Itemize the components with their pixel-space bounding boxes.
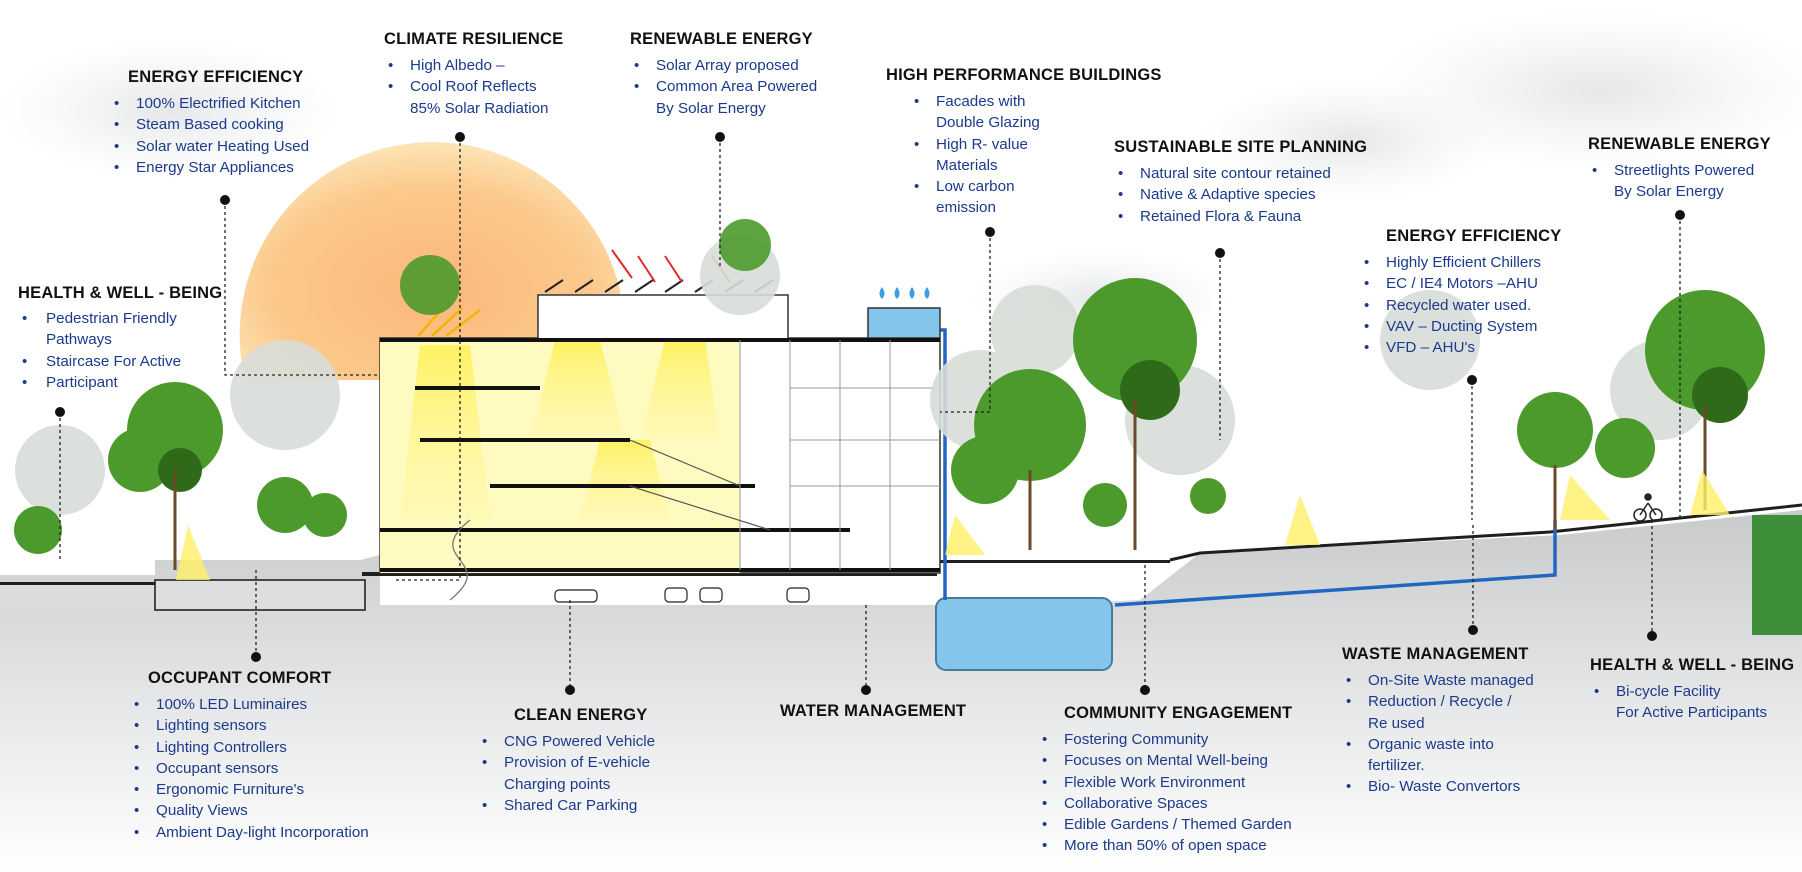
annotation-item: CNG Powered Vehicle	[478, 731, 655, 753]
annotation-item: Solar Array proposed	[630, 55, 817, 77]
annotation-title: WATER MANAGEMENT	[780, 702, 967, 720]
annotation-item: Streetlights Powered By Solar Energy	[1588, 160, 1771, 203]
annotation-title: ENERGY EFFICIENCY	[128, 68, 304, 86]
annotation-item: High Albedo –	[384, 55, 563, 77]
annotation-item: Edible Gardens / Themed Garden	[1038, 814, 1292, 836]
car-icon	[554, 587, 810, 603]
annotation-item: Natural site contour retained	[1114, 163, 1367, 185]
annotation-item: Bi-cycle Facility For Active Participant…	[1590, 681, 1794, 724]
annotation-item: Facades with Double Glazing	[910, 91, 1162, 134]
water-tank	[935, 597, 1113, 671]
annotation-list: Solar Array proposed Common Area Powered…	[630, 55, 817, 119]
annotation-item: 100% Electrified Kitchen	[110, 93, 309, 115]
annotation-title: SUSTAINABLE SITE PLANNING	[1114, 138, 1368, 156]
annotation-item: Retained Flora & Fauna	[1114, 206, 1367, 228]
annotation-water-management: WATER MANAGEMENT	[780, 702, 966, 721]
annotation-item: Reduction / Recycle / Re used	[1342, 691, 1534, 734]
annotation-item: VAV – Ducting System	[1360, 316, 1561, 338]
annotation-item: Fostering Community	[1038, 729, 1292, 751]
annotation-health-wellbeing-bicycle: HEALTH & WELL - BEING Bi-cycle Facility …	[1590, 656, 1794, 724]
annotation-item: Organic waste into fertilizer.	[1342, 734, 1534, 777]
annotation-item: Collaborative Spaces	[1038, 793, 1292, 815]
annotation-item: Quality Views	[130, 800, 369, 822]
annotation-item: Occupant sensors	[130, 758, 369, 780]
annotation-item: Native & Adaptive species	[1114, 184, 1367, 206]
annotation-item: Participant	[18, 372, 222, 394]
annotation-item: EC / IE4 Motors –AHU	[1360, 273, 1561, 295]
water-pipe	[940, 328, 947, 600]
annotation-energy-efficiency-kitchen: ENERGY EFFICIENCY 100% Electrified Kitch…	[110, 68, 309, 178]
annotation-title: HIGH PERFORMANCE BUILDINGS	[886, 66, 1162, 84]
leader-dots	[55, 132, 1685, 695]
annotation-item: Lighting Controllers	[130, 737, 369, 759]
annotation-list: High Albedo – Cool Roof Reflects 85% Sol…	[384, 55, 563, 119]
annotation-item: Focuses on Mental Well-being	[1038, 750, 1292, 772]
annotation-item: Energy Star Appliances	[110, 157, 309, 179]
annotation-item: Common Area Powered By Solar Energy	[630, 76, 817, 119]
annotation-item: Cool Roof Reflects 85% Solar Radiation	[384, 76, 563, 119]
annotation-item: Shared Car Parking	[478, 795, 655, 817]
annotation-title: RENEWABLE ENERGY	[1588, 135, 1771, 153]
annotation-list: Bi-cycle Facility For Active Participant…	[1590, 681, 1794, 724]
annotation-sustainable-site-planning: SUSTAINABLE SITE PLANNING Natural site c…	[1114, 138, 1367, 227]
annotation-renewable-energy-solar: RENEWABLE ENERGY Solar Array proposed Co…	[630, 30, 817, 119]
annotation-item: Recycled water used.	[1360, 295, 1561, 317]
annotation-title: HEALTH & WELL - BEING	[1590, 656, 1795, 674]
annotation-energy-efficiency-hvac: ENERGY EFFICIENCY Highly Efficient Chill…	[1360, 227, 1562, 359]
annotation-item: High R- value Materials	[910, 134, 1162, 177]
annotation-title: OCCUPANT COMFORT	[148, 669, 332, 687]
annotation-item: Flexible Work Environment	[1038, 772, 1292, 794]
annotation-list: On-Site Waste managed Reduction / Recycl…	[1342, 670, 1534, 798]
streetlight-icon	[176, 470, 1730, 580]
annotation-occupant-comfort: OCCUPANT COMFORT 100% LED Luminaires Lig…	[130, 669, 369, 843]
annotation-item: Low carbon emission	[910, 176, 1162, 219]
annotation-item: Bio- Waste Convertors	[1342, 776, 1534, 798]
annotation-item: VFD – AHU's	[1360, 337, 1561, 359]
annotation-title: HEALTH & WELL - BEING	[18, 284, 223, 302]
annotation-item: Lighting sensors	[130, 715, 369, 737]
annotation-list: Highly Efficient Chillers EC / IE4 Motor…	[1360, 252, 1561, 359]
annotation-title: ENERGY EFFICIENCY	[1386, 227, 1562, 245]
annotation-title: WASTE MANAGEMENT	[1342, 645, 1529, 663]
annotation-list: Natural site contour retained Native & A…	[1114, 163, 1367, 227]
annotation-list: CNG Powered Vehicle Provision of E-vehic…	[478, 731, 655, 816]
leader-lines	[59, 137, 1681, 690]
annotation-item: More than 50% of open space	[1038, 835, 1292, 857]
annotation-renewable-energy-streetlights: RENEWABLE ENERGY Streetlights Powered By…	[1588, 135, 1771, 203]
annotation-item: Steam Based cooking	[110, 114, 309, 136]
building-section	[379, 294, 941, 601]
annotation-item: Solar water Heating Used	[110, 136, 309, 158]
annotation-item: Highly Efficient Chillers	[1360, 252, 1561, 274]
annotation-item: Staircase For Active	[18, 351, 222, 373]
annotation-item: On-Site Waste managed	[1342, 670, 1534, 692]
annotation-title: CLEAN ENERGY	[514, 706, 648, 724]
annotation-list: Fostering Community Focuses on Mental We…	[1038, 729, 1292, 857]
annotation-climate-resilience: CLIMATE RESILIENCE High Albedo – Cool Ro…	[384, 30, 563, 119]
annotation-community-engagement: COMMUNITY ENGAGEMENT Fostering Community…	[1038, 704, 1292, 857]
annotation-list: Streetlights Powered By Solar Energy	[1588, 160, 1771, 203]
annotation-list: 100% LED Luminaires Lighting sensors Lig…	[130, 694, 369, 843]
annotation-high-performance-buildings: HIGH PERFORMANCE BUILDINGS Facades with …	[886, 66, 1162, 219]
annotation-title: CLIMATE RESILIENCE	[384, 30, 564, 48]
annotation-title: COMMUNITY ENGAGEMENT	[1064, 704, 1293, 722]
water-drop-icon	[879, 287, 930, 299]
annotation-item: Provision of E-vehicle Charging points	[478, 752, 655, 795]
annotation-health-wellbeing-pathways: HEALTH & WELL - BEING Pedestrian Friendl…	[18, 284, 222, 393]
annotation-item: Pedestrian Friendly Pathways	[18, 308, 222, 351]
annotation-item: Ambient Day-light Incorporation	[130, 822, 369, 844]
annotation-list: 100% Electrified Kitchen Steam Based coo…	[110, 93, 309, 178]
annotation-clean-energy: CLEAN ENERGY CNG Powered Vehicle Provisi…	[478, 706, 655, 816]
annotation-title: RENEWABLE ENERGY	[630, 30, 813, 48]
annotation-list: Pedestrian Friendly Pathways Staircase F…	[18, 308, 222, 393]
bicycle-icon	[1633, 493, 1663, 522]
annotation-item: 100% LED Luminaires	[130, 694, 369, 716]
annotation-item: Ergonomic Furniture's	[130, 779, 369, 801]
annotation-waste-management: WASTE MANAGEMENT On-Site Waste managed R…	[1342, 645, 1534, 798]
annotation-list: Facades with Double Glazing High R- valu…	[910, 91, 1162, 219]
